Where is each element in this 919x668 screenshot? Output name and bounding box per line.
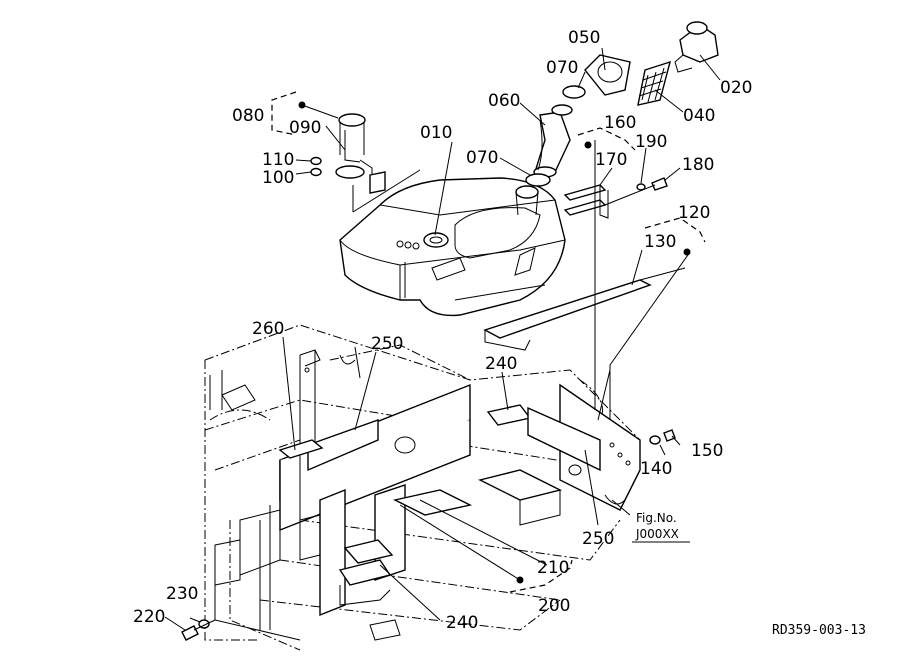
part-labels: 010 020 040 050 060 070 070 080 090 100 … xyxy=(133,28,752,633)
fuel-cap xyxy=(674,21,719,73)
label-140: 140 xyxy=(640,459,672,479)
label-260: 260 xyxy=(252,319,284,339)
label-090: 090 xyxy=(289,118,321,138)
label-250-upper: 250 xyxy=(371,334,403,354)
label-100: 100 xyxy=(262,168,294,188)
label-250-lower: 250 xyxy=(582,529,614,549)
label-010: 010 xyxy=(420,123,452,143)
fig-ref-label: Fig.No. xyxy=(636,511,677,525)
label-190: 190 xyxy=(635,132,667,152)
label-240-lower: 240 xyxy=(446,613,478,633)
figure-reference: Fig.No. J000XX xyxy=(632,511,690,543)
label-060: 060 xyxy=(488,91,520,111)
fig-ref-number: J000XX xyxy=(635,527,679,541)
pad-240-upper xyxy=(486,404,532,426)
leader-lines xyxy=(164,47,721,631)
side-bolt xyxy=(649,429,676,445)
label-040: 040 xyxy=(683,106,715,126)
frame-side-rail xyxy=(239,349,471,630)
label-050: 050 xyxy=(568,28,600,48)
label-120: 120 xyxy=(678,203,710,223)
tank-stay xyxy=(563,177,668,219)
label-160: 160 xyxy=(604,113,636,133)
label-110: 110 xyxy=(262,150,294,170)
label-230: 230 xyxy=(166,584,198,604)
pad-250-right xyxy=(527,406,601,472)
label-130: 130 xyxy=(644,232,676,252)
label-150: 150 xyxy=(691,441,723,461)
tank-strap xyxy=(483,267,686,351)
pad-250-left xyxy=(307,419,379,472)
frame-bolt xyxy=(181,619,216,641)
label-180: 180 xyxy=(682,155,714,175)
label-080: 080 xyxy=(232,106,264,126)
filler-flange xyxy=(584,54,631,96)
filler-hose xyxy=(533,104,573,178)
label-170: 170 xyxy=(595,150,627,170)
group-brackets xyxy=(271,91,706,593)
fuel-strainer xyxy=(637,60,672,106)
pad-240-lower xyxy=(343,539,394,564)
label-220: 220 xyxy=(133,607,165,627)
label-240-upper: 240 xyxy=(485,354,517,374)
fuel-sender xyxy=(335,113,386,194)
drawing-id: RD359-003-13 xyxy=(772,623,866,638)
label-200: 200 xyxy=(538,596,570,616)
label-070-mid: 070 xyxy=(466,148,498,168)
fuel-tank xyxy=(339,177,566,317)
hose-clamps xyxy=(525,85,586,187)
label-070-top: 070 xyxy=(546,58,578,78)
label-210: 210 xyxy=(537,558,569,578)
pad-260 xyxy=(278,439,324,459)
rubber-pads xyxy=(278,404,601,564)
label-020: 020 xyxy=(720,78,752,98)
sender-nuts xyxy=(310,156,322,177)
chassis-frame xyxy=(204,324,641,651)
group-markers xyxy=(298,101,691,584)
